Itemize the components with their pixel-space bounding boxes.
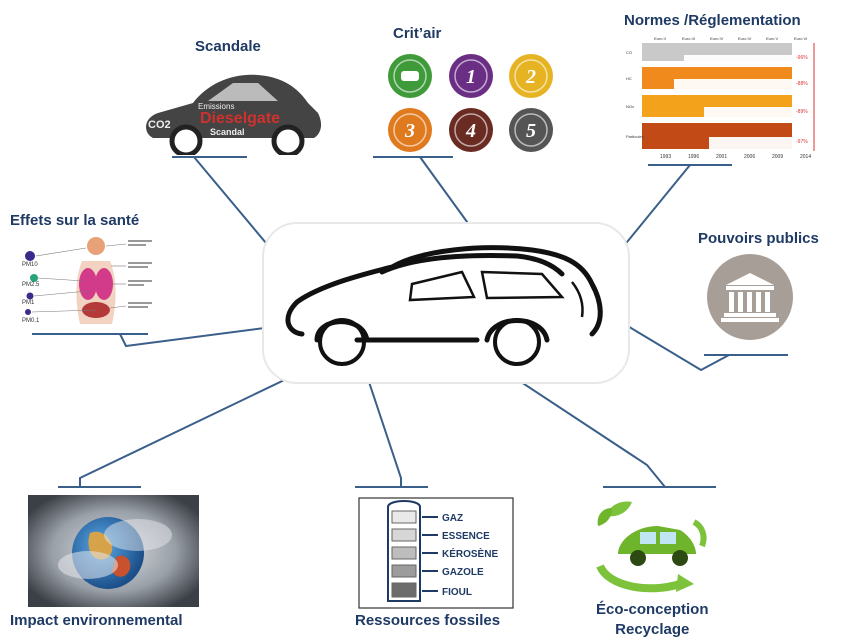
label-eco: Éco-conception Recyclage (596, 600, 709, 640)
normes-header: Euro VI (794, 36, 807, 41)
critair-badge-green (388, 54, 432, 98)
label-sante: Effets sur la santé (10, 212, 140, 229)
normes-year: 1993 (660, 154, 671, 160)
label-eco-line1: Éco-conception (596, 601, 709, 618)
normes-year: 2009 (772, 154, 783, 160)
normes-pct: -89% (796, 109, 808, 115)
critair-badge-3: 3 (388, 108, 432, 152)
normes-year: 1996 (688, 154, 699, 160)
svg-text:3: 3 (404, 120, 415, 142)
normes-row-label: NOx (626, 104, 634, 109)
normes-header: Euro III (682, 36, 695, 41)
scandale-car-wordcloud: Dieselgate Emissions CO2 Scandal (146, 74, 322, 155)
normes-header: Euro IV (710, 36, 724, 41)
svg-text:2: 2 (525, 66, 536, 88)
label-scandale: Scandale (195, 38, 261, 55)
normes-header: Euro V (766, 36, 779, 41)
label-eco-line2: Recyclage (615, 621, 690, 638)
critair-badges: 1 2 3 4 5 (388, 54, 553, 152)
critair-badge-2: 2 (509, 54, 553, 98)
sante-pm-3: PM1 (22, 300, 35, 306)
normes-chart: Euro II Euro III Euro IV Euro IV Euro V Euro … (624, 33, 822, 161)
normes-year: 2001 (716, 154, 727, 160)
svg-text:4: 4 (465, 120, 476, 142)
scandale-dieselgate: Dieselgate (200, 110, 280, 127)
ressource-item: GAZ (442, 513, 463, 524)
ressource-item: GAZOLE (442, 567, 484, 578)
critair-badge-5: 5 (509, 108, 553, 152)
normes-row-label: CO (626, 50, 632, 55)
label-critair: Crit’air (393, 25, 442, 42)
ressource-item: ESSENCE (442, 531, 490, 542)
normes-row-label: HC (626, 76, 632, 81)
normes-pct: -97% (796, 139, 808, 145)
scandale-word-emissions: Emissions (198, 102, 234, 111)
critair-badge-4: 4 (449, 108, 493, 152)
svg-text:5: 5 (526, 120, 536, 142)
scandale-word-scandal: Scandal (210, 127, 245, 137)
impact-globe-image (28, 495, 199, 607)
svg-text:1: 1 (466, 66, 476, 88)
label-normes: Normes /Réglementation (624, 12, 801, 29)
ressource-item: FIOUL (442, 587, 472, 598)
normes-pct: -96% (796, 55, 808, 61)
critair-badge-1: 1 (449, 54, 493, 98)
pouvoirs-building-icon (707, 254, 793, 340)
normes-pct: -88% (796, 81, 808, 87)
normes-header: Euro II (654, 36, 666, 41)
sante-pm-2: PM2.5 (22, 282, 40, 288)
eco-green-car-icon (596, 501, 707, 593)
ressource-item: KÉROSÈNE (442, 547, 498, 560)
normes-header: Euro IV (738, 36, 752, 41)
sante-pm-4: PM0.1 (22, 318, 40, 324)
sante-pm-1: PM10 (22, 262, 38, 268)
sante-body-illustration: PM10 PM2.5 PM1 PM0.1 (16, 236, 156, 328)
normes-year: 2014 (800, 154, 811, 160)
label-pouvoirs: Pouvoirs publics (698, 230, 819, 247)
central-car-outline (262, 222, 630, 384)
scandale-word-co2: CO2 (148, 119, 171, 131)
normes-year: 2006 (744, 154, 755, 160)
label-ressources: Ressources fossiles (355, 612, 501, 629)
normes-row-label: Particules (626, 134, 644, 139)
label-impact: Impact environnemental (10, 612, 183, 629)
ressources-column-diagram: GAZ ESSENCE KÉROSÈNE GAZOLE FIOUL (358, 497, 514, 609)
